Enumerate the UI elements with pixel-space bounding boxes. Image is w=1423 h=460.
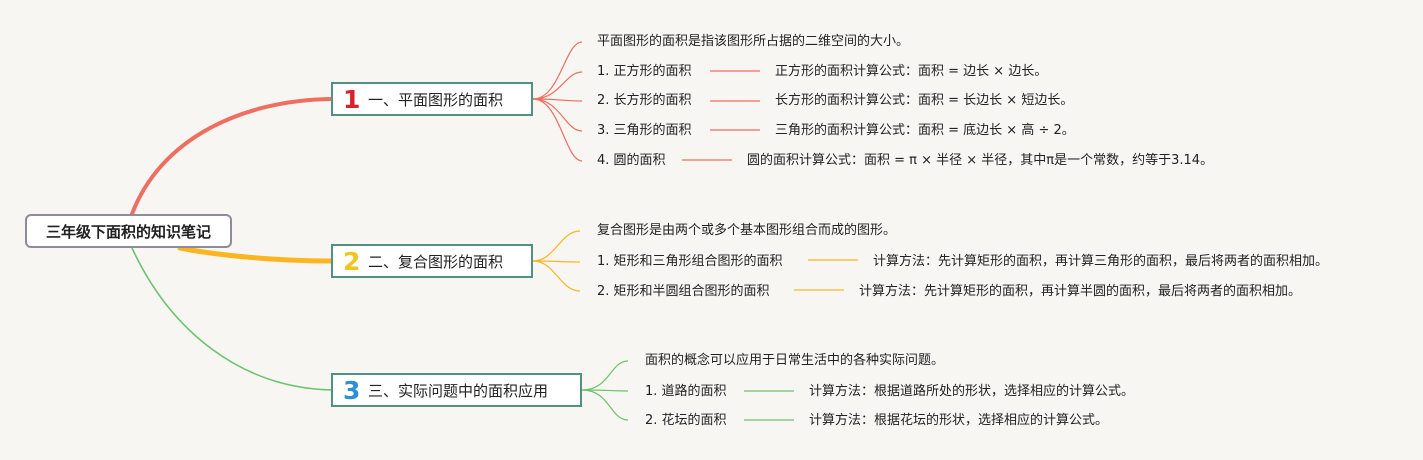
branch-number-2: 2 (343, 246, 361, 276)
branch-3-fan (581, 360, 794, 421)
branch-2-item-2-detail: 计算方法：先计算矩形的面积，再计算半圆的面积，最后将两者的面积相加。 (859, 284, 1302, 299)
connector-root-branch-1 (130, 97, 334, 216)
connector-root-branch-2 (177, 245, 335, 264)
branch-2-item-2-title: 2. 矩形和半圆组合图形的面积 (597, 284, 770, 299)
connector-root-branch-3 (131, 247, 333, 391)
branch-node-2[interactable]: 2 二、复合图形的面积 (331, 244, 533, 278)
branch-node-1[interactable]: 1 一、平面图形的面积 (331, 82, 533, 116)
branch-1-item-4-detail: 圆的面积计算公式：面积 = π × 半径 × 半径，其中π是一个常数，约等于3.… (747, 153, 1214, 168)
branch-3-item-1-detail: 计算方法：根据道路所处的形状，选择相应的计算公式。 (809, 384, 1135, 399)
branch-1-item-2-title: 2. 长方形的面积 (597, 93, 692, 108)
branch-2-fan (532, 230, 858, 292)
branch-1-item-1-detail: 正方形的面积计算公式：面积 = 边长 × 边长。 (775, 64, 1048, 79)
branch-2-item-1-title: 1. 矩形和三角形组合图形的面积 (597, 254, 783, 269)
root-node[interactable]: 三年级下面积的知识笔记 (25, 214, 232, 248)
branch-label-3: 三、实际问题中的面积应用 (368, 381, 549, 400)
branch-label-1: 一、平面图形的面积 (368, 90, 504, 109)
branch-2-intro: 复合图形是由两个或多个基本图形组合而成的图形。 (597, 223, 897, 238)
branch-1-intro: 平面图形的面积是指该图形所占据的二维空间的大小。 (597, 34, 910, 49)
branch-label-2: 二、复合图形的面积 (368, 252, 504, 271)
branch-1-fan (532, 41, 760, 162)
branch-1-item-3-detail: 三角形的面积计算公式：面积 = 底边长 × 高 ÷ 2。 (775, 123, 1075, 138)
branch-1-item-4-title: 4. 圆的面积 (597, 153, 666, 168)
branch-1-item-1-title: 1. 正方形的面积 (597, 64, 692, 79)
branch-2-item-1-detail: 计算方法：先计算矩形的面积，再计算三角形的面积，最后将两者的面积相加。 (873, 254, 1329, 269)
root-label: 三年级下面积的知识笔记 (45, 222, 211, 241)
branch-3-item-2-detail: 计算方法：根据花坛的形状，选择相应的计算公式。 (809, 413, 1109, 428)
branch-1-item-3-title: 3. 三角形的面积 (597, 123, 692, 138)
branch-1-item-2-detail: 长方形的面积计算公式：面积 = 长边长 × 短边长。 (775, 93, 1074, 108)
branch-number-1: 1 (343, 84, 361, 114)
branch-3-intro: 面积的概念可以应用于日常生活中的各种实际问题。 (645, 353, 945, 368)
branch-number-3: 3 (343, 375, 361, 405)
branch-3-item-2-title: 2. 花坛的面积 (645, 413, 727, 428)
branch-3-item-1-title: 1. 道路的面积 (645, 384, 727, 399)
branch-node-3[interactable]: 3 三、实际问题中的面积应用 (331, 373, 582, 407)
